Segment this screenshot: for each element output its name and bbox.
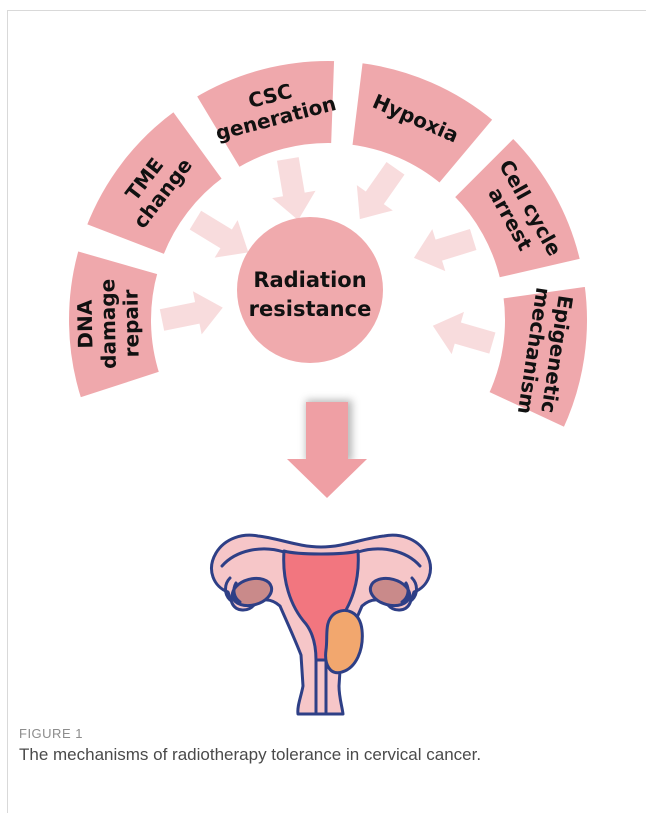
- mechanism-diagram: Radiation resistance DNAdamagerepairTMEc…: [0, 0, 646, 720]
- inward-arrow-1: [158, 286, 228, 341]
- inward-arrow-3: [266, 155, 320, 223]
- arrow-head: [287, 459, 367, 498]
- tumor: [326, 611, 363, 673]
- mechanism-label-line: DNA: [73, 299, 98, 349]
- inward-arrow-5: [407, 219, 479, 279]
- radiation-resistance-node: Radiation resistance: [237, 217, 383, 363]
- center-label-line1: Radiation: [253, 268, 366, 292]
- mechanism-label-line: repair: [118, 289, 143, 358]
- mechanism-label-line: damage: [95, 279, 121, 369]
- inward-arrow-6: [427, 305, 499, 365]
- downward-arrow: [287, 400, 367, 498]
- figure-tag: FIGURE 1: [19, 726, 83, 741]
- inward-arrow-4: [342, 156, 414, 232]
- figure-caption: The mechanisms of radiotherapy tolerance…: [19, 745, 481, 765]
- center-label-line2: resistance: [249, 297, 372, 321]
- arrow-shaft: [306, 402, 348, 459]
- uterus-illustration: [212, 535, 431, 714]
